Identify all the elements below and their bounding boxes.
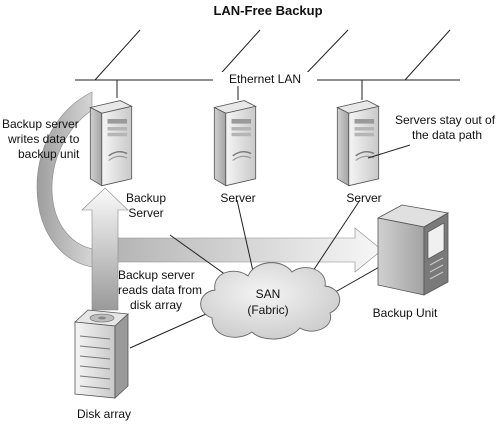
server-label: Server <box>220 191 255 205</box>
annotation-leader-line <box>367 144 411 159</box>
disk-array-label: Disk array <box>77 407 131 421</box>
san-link-line <box>236 199 256 281</box>
annotation-reads-3: disk array <box>130 298 182 312</box>
lan-drop-line <box>404 29 451 81</box>
ethernet-lan <box>75 29 460 100</box>
annotation-writes-2: writes data to <box>7 132 80 146</box>
annotation-data-path-2: the data path <box>412 128 482 142</box>
lan-drop-line <box>214 29 261 81</box>
read-from-disk-arrow <box>81 187 129 311</box>
backup-unit-icon <box>376 204 450 296</box>
lan-drop-line <box>94 29 141 81</box>
san-label: SAN <box>256 287 281 301</box>
data-to-backup-unit-arrow <box>94 227 383 273</box>
backup-server-icon <box>89 99 133 187</box>
san-fabric-label: (Fabric) <box>247 303 288 317</box>
annotation-reads-2: reads data from <box>118 283 202 297</box>
disk-array-icon <box>74 309 129 399</box>
lan-label: Ethernet LAN <box>229 72 301 86</box>
diagram-title: LAN-Free Backup <box>213 3 322 18</box>
server-icon <box>213 99 257 187</box>
annotation-writes: Backup server <box>2 117 79 131</box>
server-label: Server <box>346 191 381 205</box>
annotation-reads: Backup server <box>118 268 195 282</box>
annotation-writes-3: backup unit <box>18 147 80 161</box>
lan-drop-line <box>299 29 349 81</box>
backup-unit-label: Backup Unit <box>373 306 438 320</box>
backup-server-label-2: Server <box>128 206 163 220</box>
lan-label-bg <box>213 72 317 86</box>
san-link-line <box>129 309 216 349</box>
server-icon <box>336 99 380 187</box>
san-cloud: SAN (Fabric) <box>200 262 340 340</box>
annotation-data-path: Servers stay out of <box>395 113 496 127</box>
backup-server-label: Backup <box>126 191 166 205</box>
